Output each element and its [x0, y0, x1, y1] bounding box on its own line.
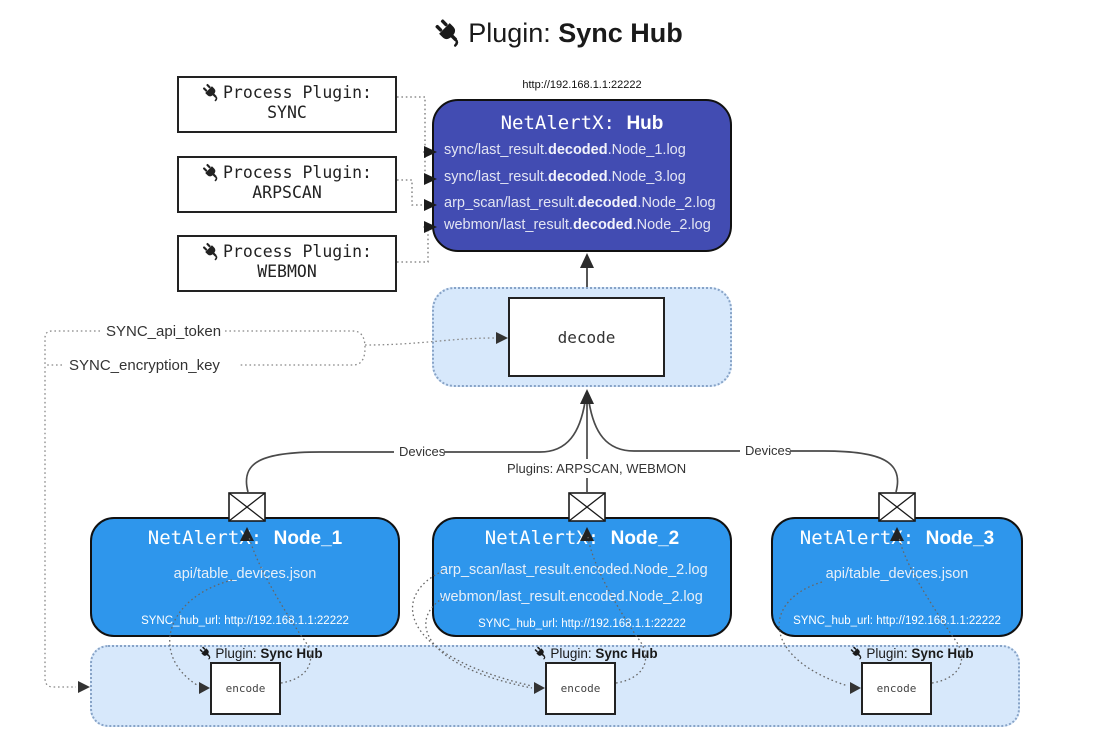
node-3-hub-url: SYNC_hub_url: http://192.168.1.1:22222 [793, 615, 1001, 627]
sync-api-token-label: SYNC_api_token [103, 323, 225, 340]
token-arrowheads [78, 332, 508, 693]
process-plugin-webmon: Process Plugin: WEBMON [177, 235, 397, 292]
hub-log-line: sync/last_result.decoded.Node_1.log [444, 142, 686, 158]
encode-box-1: encode [210, 662, 281, 715]
decode-in-arrowhead [580, 389, 594, 404]
edge-label-devices-right: Devices [742, 443, 795, 458]
process-plugin-arpscan: Process Plugin: ARPSCAN [177, 156, 397, 213]
plug-icon [198, 645, 214, 661]
title-name: Sync Hub [558, 18, 683, 48]
hub-title-prefix: NetAlertX: [500, 112, 627, 134]
encoder-2-label: Plugin: Sync Hub [511, 645, 681, 661]
sync-encryption-key-label: SYNC_encryption_key [66, 357, 223, 374]
edge-label-plugins: Plugins: ARPSCAN, WEBMON [504, 461, 690, 476]
node-2-title: NetAlertX: Node_2 [484, 527, 680, 549]
plug-icon [432, 16, 466, 49]
hub-title-name: Hub [626, 113, 664, 134]
node-2-file: webmon/last_result.encoded.Node_2.log [440, 589, 703, 605]
node-1-hub-url: SYNC_hub_url: http://192.168.1.1:22222 [141, 615, 349, 627]
hub-url-label: http://192.168.1.1:22222 [522, 79, 642, 91]
node-to-decode-links [245, 401, 899, 493]
hub-log-line: arp_scan/last_result.decoded.Node_2.log [444, 195, 716, 211]
decode-box: decode [508, 297, 665, 377]
encode-box-3: encode [861, 662, 932, 715]
node-3-title: NetAlertX: Node_3 [799, 527, 995, 549]
decode-to-hub-link [580, 253, 594, 287]
node-2-hub-url: SYNC_hub_url: http://192.168.1.1:22222 [478, 618, 686, 630]
node-1-title: NetAlertX: Node_1 [147, 527, 343, 549]
hub-node [432, 99, 732, 252]
process-plugin-name: WEBMON [257, 262, 317, 281]
node-1-file: api/table_devices.json [173, 566, 317, 582]
node-2-file: arp_scan/last_result.encoded.Node_2.log [440, 562, 708, 578]
plug-icon [849, 645, 865, 661]
process-plugin-label: Process Plugin: [222, 242, 372, 261]
edge-label-devices-left: Devices [396, 444, 449, 459]
encode-box-2: encode [545, 662, 616, 715]
process-plugin-sync: Process Plugin: SYNC [177, 76, 397, 133]
encoder-3-label: Plugin: Sync Hub [827, 645, 997, 661]
page-title: Plugin: Sync Hub [0, 16, 1117, 49]
plug-icon [200, 161, 222, 183]
hub-log-line: sync/last_result.decoded.Node_3.log [444, 169, 686, 185]
node-3-file: api/table_devices.json [825, 566, 969, 582]
process-plugin-label: Process Plugin: [222, 83, 372, 102]
process-plugin-name: SYNC [267, 103, 307, 122]
plug-icon [200, 81, 222, 103]
encoder-1-label: Plugin: Sync Hub [176, 645, 346, 661]
plug-icon [200, 240, 222, 262]
plugin-to-hub-links [397, 96, 429, 263]
process-plugin-name: ARPSCAN [252, 183, 322, 202]
title-prefix: Plugin: [468, 18, 551, 48]
plug-icon [533, 645, 549, 661]
hub-log-line: webmon/last_result.decoded.Node_2.log [444, 217, 711, 233]
process-plugin-label: Process Plugin: [222, 163, 372, 182]
hub-title: NetAlertX: Hub [432, 112, 732, 135]
